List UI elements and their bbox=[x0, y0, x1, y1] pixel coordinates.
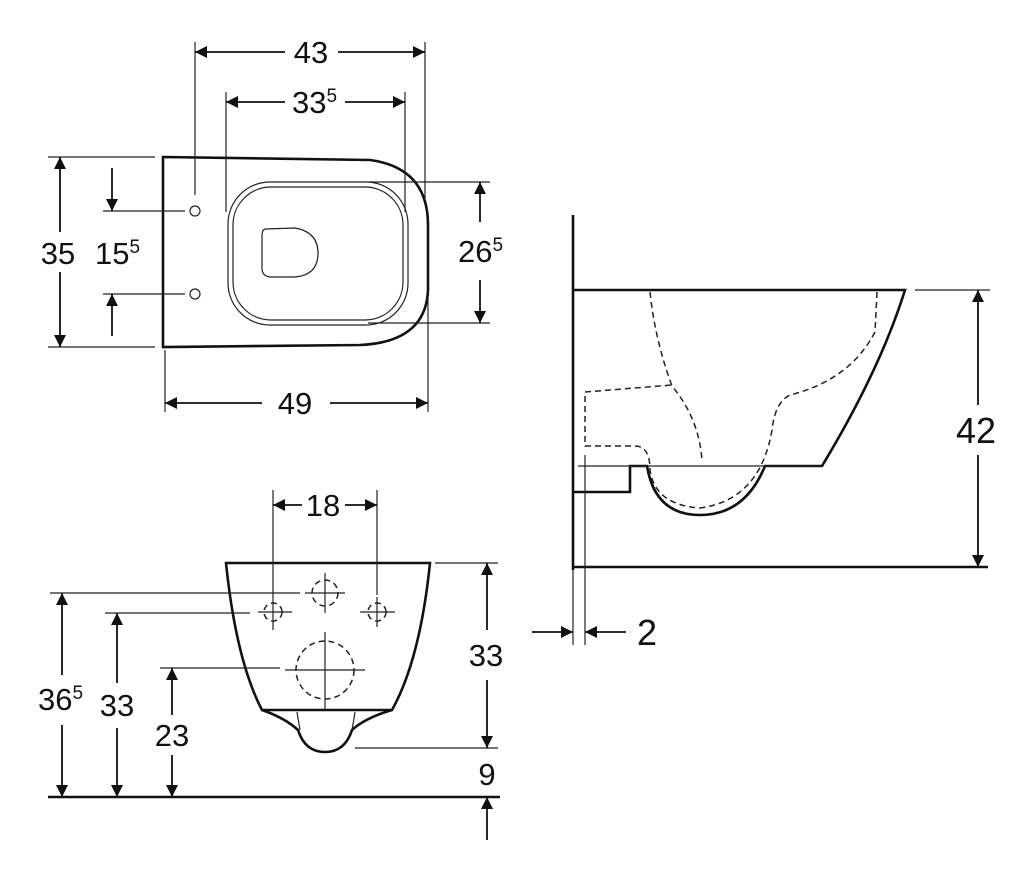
dim-hole-spacing: 18 bbox=[306, 488, 340, 523]
seat-outer bbox=[227, 181, 409, 326]
dim-bottom-clearance: 9 bbox=[478, 757, 495, 792]
bowl-opening bbox=[261, 227, 319, 278]
seat-inner bbox=[232, 186, 404, 321]
dim-outlet-height: 23 bbox=[155, 718, 189, 753]
dim-fixing-spacing: 155 bbox=[95, 236, 140, 271]
fixing-hole-icon bbox=[189, 288, 201, 300]
dim-wall-gap: 2 bbox=[637, 612, 657, 653]
side-view: 42 2 bbox=[532, 215, 996, 653]
bowl-outline-side bbox=[573, 288, 907, 517]
top-view: 43 335 35 155 265 49 bbox=[41, 35, 503, 421]
bowl-outline-top bbox=[161, 155, 430, 349]
dim-seat-depth: 265 bbox=[458, 234, 503, 269]
dim-height: 42 bbox=[956, 410, 996, 451]
dim-bowl-height: 33 bbox=[469, 638, 503, 673]
fixing-hole-icon bbox=[189, 205, 201, 217]
dim-width-outer: 43 bbox=[294, 35, 328, 70]
dim-depth: 35 bbox=[41, 236, 75, 271]
dim-side-holes-height: 33 bbox=[100, 688, 134, 723]
rear-view: 18 33 9 365 33 23 bbox=[38, 488, 503, 840]
dim-seat-width: 335 bbox=[292, 85, 337, 120]
dim-length: 49 bbox=[278, 386, 312, 421]
dim-top-hole-height: 365 bbox=[38, 682, 83, 717]
bowl-outline-rear bbox=[224, 561, 432, 712]
